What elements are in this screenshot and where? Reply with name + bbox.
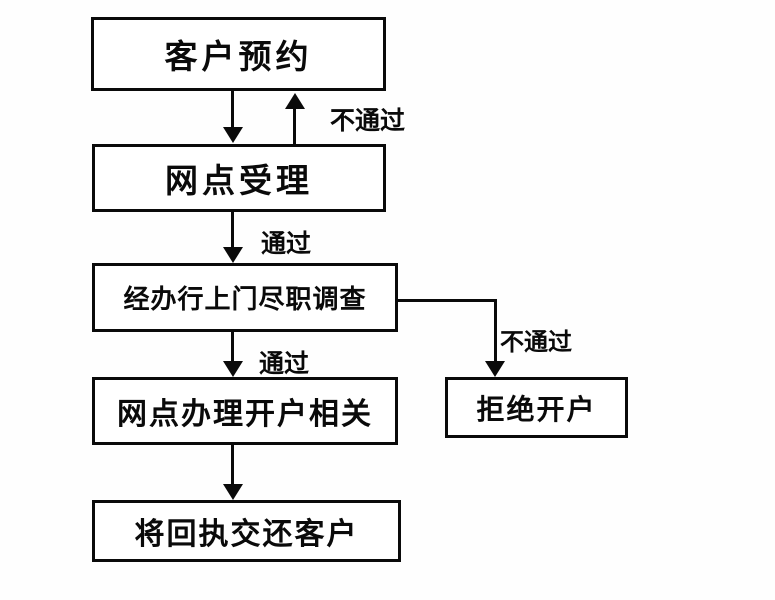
arrow-down-2-head-icon	[223, 247, 243, 263]
edge-label-not-passed-top: 不通过	[330, 107, 406, 135]
arrow-elbow-reject-head-icon	[485, 361, 505, 377]
edge-label-passed-1: 通过	[261, 230, 312, 258]
edge-label-passed-2: 通过	[259, 350, 310, 378]
arrow-up-reject-shaft	[293, 109, 296, 144]
flow-box-customer-appointment: 客户预约	[91, 17, 386, 91]
flow-box-due-diligence: 经办行上门尽职调查	[92, 263, 398, 332]
arrow-down-3-head-icon	[223, 361, 243, 377]
arrow-elbow-reject-horizontal	[398, 299, 497, 302]
flow-box-branch-acceptance: 网点受理	[92, 144, 386, 212]
arrow-elbow-reject-vertical	[494, 299, 497, 362]
arrow-down-1-shaft	[231, 91, 234, 128]
arrow-down-3-shaft	[231, 332, 234, 362]
arrow-down-4-head-icon	[223, 484, 243, 500]
arrow-down-4-shaft	[231, 445, 234, 485]
flow-box-return-receipt: 将回执交还客户	[92, 500, 401, 562]
flow-box-account-opening: 网点办理开户相关	[92, 377, 398, 445]
arrow-down-2-shaft	[231, 212, 234, 248]
edge-label-not-passed-right: 不通过	[500, 329, 572, 356]
flow-box-refuse-account: 拒绝开户	[445, 377, 628, 438]
arrow-up-reject-head-icon	[285, 93, 305, 109]
arrow-down-1-head-icon	[223, 127, 243, 143]
